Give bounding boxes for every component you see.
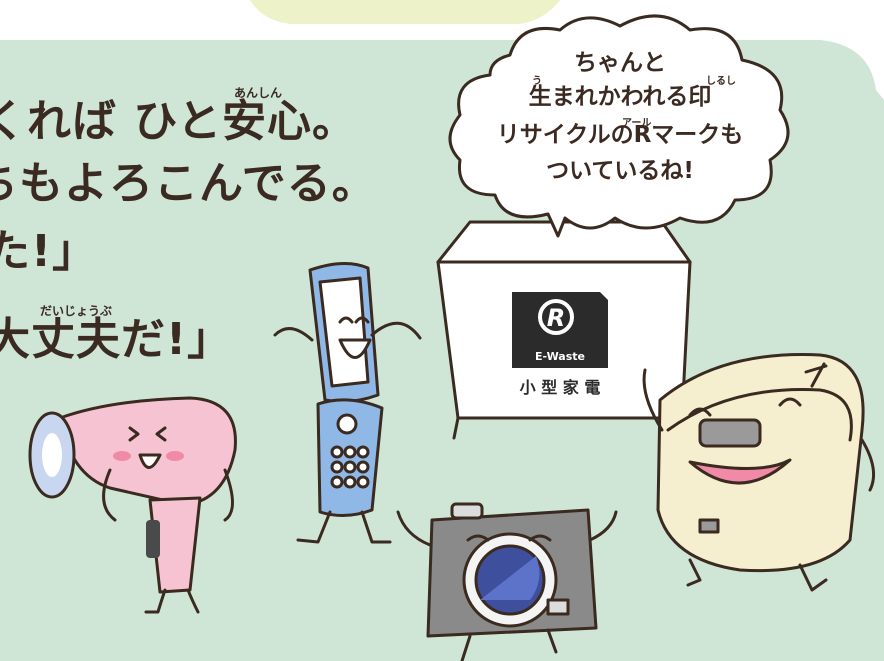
rice-cooker-character-icon bbox=[642, 353, 876, 592]
narration-line-3: た!」 bbox=[0, 226, 98, 277]
top-tab-shape bbox=[250, 0, 560, 24]
bubble-line-1: ちゃんと bbox=[574, 50, 666, 76]
r-mark-letter: R bbox=[547, 304, 565, 332]
r-mark-caption: E-Waste bbox=[535, 350, 585, 363]
hair-dryer-character-icon bbox=[28, 396, 237, 614]
narration-ruby-1: あんしん bbox=[234, 86, 283, 100]
bubble-line-3: リサイクルのRマークも bbox=[496, 122, 744, 148]
narration-line-1: くれば ひと安心。 bbox=[0, 96, 357, 147]
bubble-line-4: ついているね! bbox=[546, 158, 694, 184]
flip-phone-character-icon bbox=[273, 262, 422, 544]
narration-line-4: 大丈夫だ!」 bbox=[0, 314, 233, 365]
small-appliance-label: 小 型 家 電 bbox=[520, 378, 601, 397]
camera-character-icon bbox=[396, 502, 618, 661]
collection-box-icon: R E-Waste 小 型 家 電 bbox=[436, 220, 692, 440]
r-mark-badge bbox=[512, 292, 608, 368]
bubble-line-2: 生まれかわれる印 bbox=[528, 84, 712, 110]
bubble-ruby-r: アール bbox=[622, 118, 652, 129]
speech-bubble-shape bbox=[448, 14, 790, 238]
narration-ruby-4: だいじょうぶ bbox=[40, 304, 113, 318]
bubble-ruby-birth: う bbox=[532, 76, 542, 87]
narration-line-2: ちもよろこんでる。 bbox=[0, 158, 377, 209]
bubble-ruby-mark: しるし bbox=[706, 76, 736, 87]
